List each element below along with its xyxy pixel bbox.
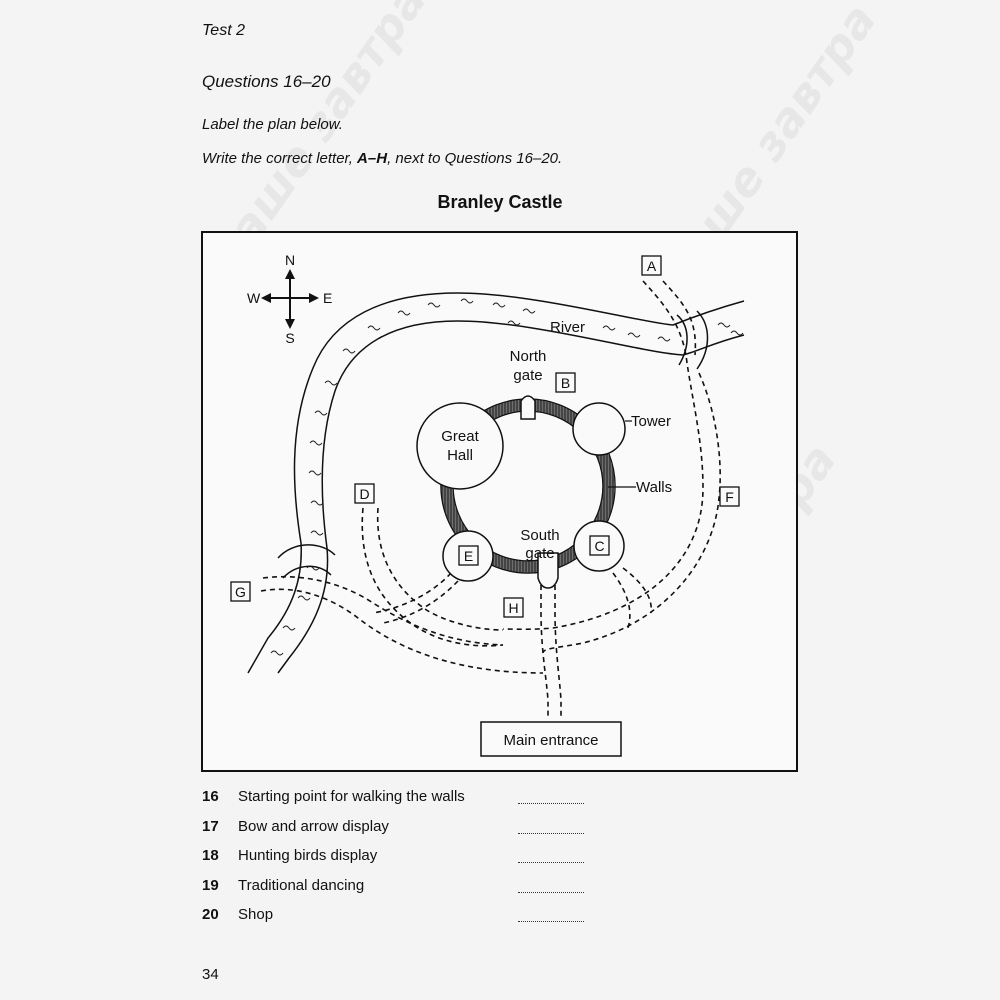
svg-text:F: F (725, 489, 734, 505)
svg-text:C: C (594, 538, 604, 554)
svg-text:Tower: Tower (631, 413, 671, 430)
letter-box-b: B (555, 372, 576, 393)
question-text: Starting point for walking the walls (238, 788, 465, 805)
compass-s: S (285, 330, 294, 346)
question-text: Traditional dancing (238, 876, 365, 894)
letter-box-g: G (230, 581, 251, 602)
answer-blank[interactable] (518, 803, 584, 804)
letter-box-h: H (503, 597, 524, 618)
bridge-west (277, 544, 336, 579)
river-label: River (550, 319, 585, 336)
question-text: Hunting birds display (238, 847, 378, 865)
south-gate: South gate (520, 527, 560, 589)
question-number: 17 (202, 817, 219, 835)
question-number: 18 (202, 847, 219, 865)
questions-title: Questions 16–20 (202, 72, 331, 91)
svg-text:H: H (508, 600, 518, 616)
question-row: 16 Starting point for walking the walls (202, 788, 622, 818)
footpaths (260, 280, 721, 719)
questions-list: 16 Starting point for walking the walls … (202, 788, 622, 936)
svg-text:Main entrance: Main entrance (503, 732, 598, 749)
compass-e: E (323, 290, 332, 306)
letter-box-e: E (458, 545, 479, 566)
answer-blank[interactable] (518, 832, 584, 834)
castle-plan: N S E W (201, 231, 798, 772)
svg-text:gate: gate (525, 545, 554, 562)
svg-text:A: A (647, 258, 657, 274)
question-row: 17 Bow and arrow display (202, 818, 622, 848)
compass-icon: N S E W (247, 252, 332, 346)
compass-n: N (285, 252, 295, 268)
svg-text:South: South (520, 527, 559, 544)
svg-text:Hall: Hall (447, 447, 473, 464)
plan-title: Branley Castle (437, 192, 563, 212)
river: River (247, 292, 745, 674)
walls-label: Walls (608, 479, 672, 496)
letter-box-f: F (719, 486, 740, 507)
answer-blank[interactable] (518, 921, 584, 923)
question-number: 16 (202, 788, 219, 805)
svg-text:gate: gate (513, 367, 542, 384)
letter-box-a: A (641, 255, 662, 276)
instruction-letters: Write the correct letter, A–H, next to Q… (202, 150, 563, 167)
question-row: 20 Shop (202, 906, 622, 936)
letter-box-c: C (589, 535, 610, 556)
great-hall: Great Hall (416, 402, 504, 490)
tower: Tower (572, 402, 671, 456)
main-entrance: Main entrance (480, 721, 622, 757)
question-text: Bow and arrow display (238, 817, 389, 835)
question-row: 18 Hunting birds display (202, 847, 622, 877)
svg-text:Great: Great (441, 428, 479, 445)
svg-text:North: North (510, 348, 547, 365)
north-gate: North gate (510, 348, 547, 420)
svg-text:Walls: Walls (636, 479, 672, 496)
svg-text:G: G (235, 584, 246, 600)
svg-text:B: B (561, 375, 570, 391)
instruction-label: Label the plan below. (202, 116, 343, 133)
answer-blank[interactable] (518, 862, 584, 864)
svg-text:D: D (359, 486, 369, 502)
question-text: Shop (238, 906, 274, 924)
test-label: Test 2 (202, 22, 245, 39)
letter-box-d: D (354, 483, 375, 504)
svg-text:E: E (464, 548, 473, 564)
question-number: 20 (202, 906, 219, 924)
question-number: 19 (202, 876, 219, 894)
castle-plan-diagram: N S E W (230, 252, 745, 757)
question-row: 19 Traditional dancing (202, 877, 622, 907)
compass-w: W (247, 290, 261, 306)
river-waves (270, 298, 744, 656)
answer-blank[interactable] (518, 891, 584, 893)
bridge-east (676, 310, 709, 370)
page-number: 34 (202, 966, 219, 983)
